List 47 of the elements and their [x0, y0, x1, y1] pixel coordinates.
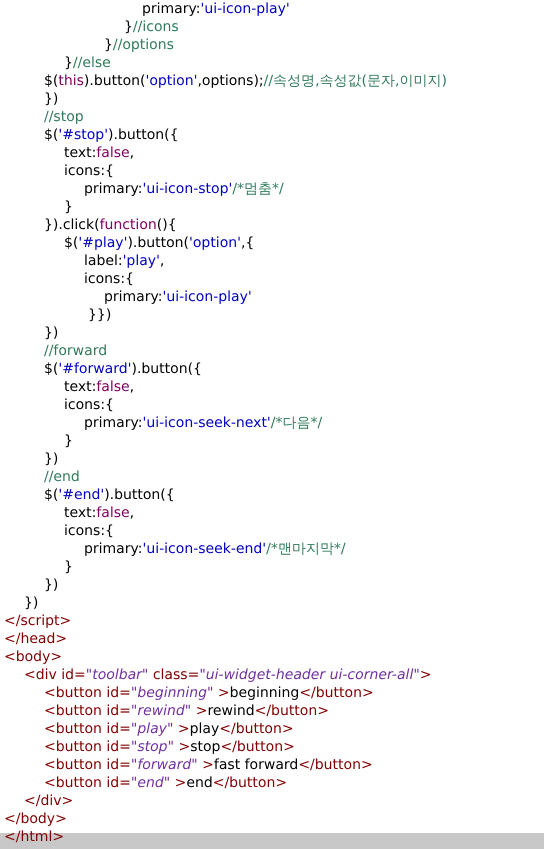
code-line: text:false,: [64, 144, 134, 162]
code-line: $('#end').button({: [44, 486, 175, 504]
code-line: }//else: [64, 54, 111, 72]
code-line: <div id="toolbar" class="ui-widget-header ui-corner-all">: [24, 666, 432, 684]
code-line: <button id="forward" >fast forward</button>: [44, 756, 373, 774]
code-line: icons:{: [64, 522, 114, 540]
code-line: icons:{: [84, 270, 134, 288]
code-line: $('#stop').button({: [44, 126, 179, 144]
code-line: }): [44, 576, 58, 594]
code-line: }): [24, 594, 38, 612]
code-line: $('#play').button('option',{: [64, 234, 254, 252]
code-line: primary:'ui-icon-seek-end'/*맨마지막*/: [84, 540, 346, 558]
code-line: label:'play',: [84, 252, 164, 270]
code-line: <button id="rewind" >rewind</button>: [44, 702, 329, 720]
code-line: }).click(function(){: [44, 216, 177, 234]
code-line: </html>: [4, 828, 64, 846]
code-line: }): [44, 324, 58, 342]
code-line: }//options: [104, 36, 174, 54]
code-line: }}): [88, 306, 112, 324]
code-line: //end: [44, 468, 80, 486]
code-line: //forward: [44, 342, 108, 360]
code-line: </body>: [4, 810, 67, 828]
code-line: <button id="end" >end</button>: [44, 774, 288, 792]
code-line: <button id="stop" >stop</button>: [44, 738, 295, 756]
code-line: <body>: [4, 648, 62, 666]
code-line: }: [64, 432, 73, 450]
code-line: </div>: [24, 792, 74, 810]
code-line: </script>: [4, 612, 72, 630]
code-line: text:false,: [64, 378, 134, 396]
code-line: }: [64, 198, 73, 216]
code-line: $('#forward').button({: [44, 360, 202, 378]
code-line: primary:'ui-icon-stop'/*멈춤*/: [84, 180, 284, 198]
code-line: primary:'ui-icon-play': [142, 0, 290, 18]
code-line: }): [44, 450, 58, 468]
code-line: <button id="play" >play</button>: [44, 720, 294, 738]
code-line: icons:{: [64, 396, 114, 414]
code-line: icons:{: [64, 162, 114, 180]
code-line: }//icons: [124, 18, 179, 36]
code-line: text:false,: [64, 504, 134, 522]
code-line: }): [44, 90, 58, 108]
code-line: primary:'ui-icon-seek-next'/*다음*/: [84, 414, 322, 432]
code-line: </head>: [4, 630, 68, 648]
code-line: <button id="beginning" >beginning</button>: [44, 684, 374, 702]
code-line: //stop: [44, 108, 84, 126]
code-line: primary:'ui-icon-play': [104, 288, 252, 306]
code-line: }: [64, 558, 73, 576]
code-line: $(this).button('option',options);//속성명,속성값(문자,이미지): [44, 72, 447, 90]
